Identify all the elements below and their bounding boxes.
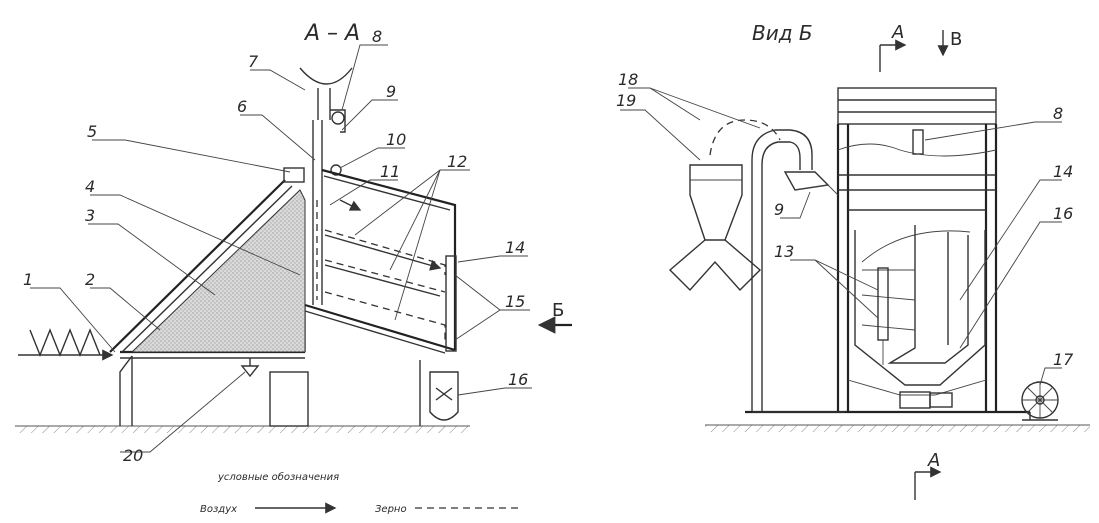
label-9: 9 — [386, 82, 396, 101]
cut-b-label: В — [950, 29, 962, 50]
ground-left — [15, 426, 470, 433]
label-13: 13 — [774, 242, 794, 261]
label-r9: 9 — [774, 200, 784, 219]
top-cap — [299, 67, 353, 85]
label-4: 4 — [85, 177, 95, 196]
label-7: 7 — [248, 52, 259, 71]
fan-8 — [331, 111, 345, 125]
legend-grain: Зерно — [375, 504, 407, 515]
shelf-1 — [324, 229, 446, 275]
feeder-9 — [783, 171, 830, 191]
grain-heap — [130, 189, 306, 353]
building-left-wall — [119, 355, 133, 426]
label-19: 19 — [616, 91, 636, 110]
leaders-right — [620, 87, 1062, 386]
leaders-left — [30, 44, 532, 453]
label-20: 20 — [123, 446, 143, 465]
label-10: 10 — [386, 130, 406, 149]
label-r14: 14 — [1053, 162, 1073, 181]
label-1: 1 — [23, 270, 33, 289]
section-title: А – А — [303, 21, 360, 46]
view-b: Вид Б А В А — [616, 21, 1090, 500]
motor — [899, 391, 931, 409]
legend-air: Воздух — [200, 504, 237, 515]
unloader-16 — [429, 371, 459, 421]
tube-13 — [877, 267, 889, 341]
label-2: 2 — [85, 270, 95, 289]
valve-10 — [330, 164, 342, 176]
label-8: 8 — [372, 27, 382, 46]
view-title: Вид Б — [752, 21, 813, 45]
duct-inner — [761, 141, 801, 412]
cut-a-bottom-label: А — [927, 450, 940, 471]
cyclone-outlet — [668, 239, 762, 292]
label-17: 17 — [1053, 350, 1074, 369]
label-12: 12 — [447, 152, 467, 171]
top-unit-5 — [283, 167, 305, 183]
label-16: 16 — [508, 370, 528, 389]
hopper — [854, 230, 986, 386]
label-14: 14 — [505, 238, 525, 257]
section-a-a: А – А 1 2 3 4 5 6 7 8 9 10 11 12 14 15 1… — [15, 21, 572, 515]
sensor-20 — [240, 365, 260, 378]
shelf-3 — [324, 291, 446, 340]
label-11: 11 — [380, 162, 400, 181]
flow-18 — [709, 119, 781, 156]
cut-a-top-label: А — [891, 22, 904, 43]
chamber-bottom — [304, 303, 456, 352]
inclined-wall — [109, 179, 286, 353]
ground-right — [705, 425, 1090, 432]
label-3: 3 — [85, 206, 95, 225]
duct-outer — [751, 129, 813, 412]
label-15: 15 — [505, 292, 525, 311]
shelf-2 — [324, 259, 446, 293]
cyclone-19 — [689, 164, 743, 241]
sensor-8 — [912, 129, 924, 155]
label-5: 5 — [87, 122, 97, 141]
inner-hopper — [887, 225, 969, 364]
legend-title: условные обозначения — [217, 471, 339, 483]
roof — [837, 87, 997, 125]
label-r16: 16 — [1053, 204, 1073, 223]
chamber-top — [321, 168, 457, 350]
label-r8: 8 — [1053, 104, 1063, 123]
label-b: Б — [552, 300, 564, 321]
door — [269, 371, 309, 427]
label-18: 18 — [618, 70, 638, 89]
input-zigzag — [29, 328, 101, 357]
label-6: 6 — [237, 97, 247, 116]
side-box-14 — [445, 255, 457, 352]
